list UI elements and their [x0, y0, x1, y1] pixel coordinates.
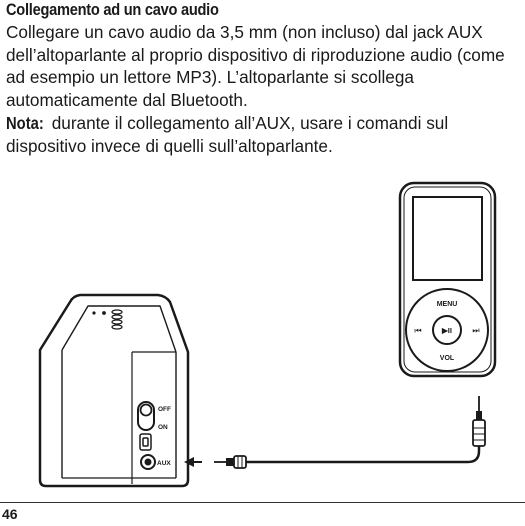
note-text: durante il collegamento all’AUX, usare i… [6, 113, 449, 156]
audio-cable [214, 396, 486, 469]
power-switch [137, 401, 155, 431]
click-wheel [405, 288, 489, 372]
vol-label: VOL [440, 355, 455, 362]
page-number: 46 [2, 506, 18, 522]
previous-track-icon: ⏮ [414, 326, 421, 335]
insertion-arrow [184, 457, 202, 467]
switch-on-label: ON [158, 424, 168, 431]
footer-divider [0, 502, 525, 503]
mp3-player-illustration [398, 181, 497, 378]
aux-jack [140, 454, 156, 470]
instruction-text: Collegare un cavo audio da 3,5 mm (non i… [6, 22, 505, 110]
note-label: Nota: [6, 113, 44, 133]
speaker-illustration [38, 293, 190, 488]
connection-illustration: OFF ON AUX MENU [38, 181, 497, 488]
play-pause-icon: ▶II [441, 326, 452, 335]
switch-off-label: OFF [158, 406, 171, 413]
player-screen [412, 196, 483, 281]
instruction-paragraph: Collegare un cavo audio da 3,5 mm (non i… [6, 21, 524, 111]
center-button [432, 315, 462, 345]
usb-port [139, 433, 152, 451]
section-title: Collegamento ad un cavo audio [6, 0, 219, 19]
note-block: Nota: durante il collegamento all’AUX, u… [6, 112, 524, 157]
aux-label: AUX [157, 460, 171, 467]
speaker-top-buttons [92, 309, 123, 330]
menu-label: MENU [437, 301, 458, 308]
next-track-icon: ⏭ [472, 326, 479, 335]
